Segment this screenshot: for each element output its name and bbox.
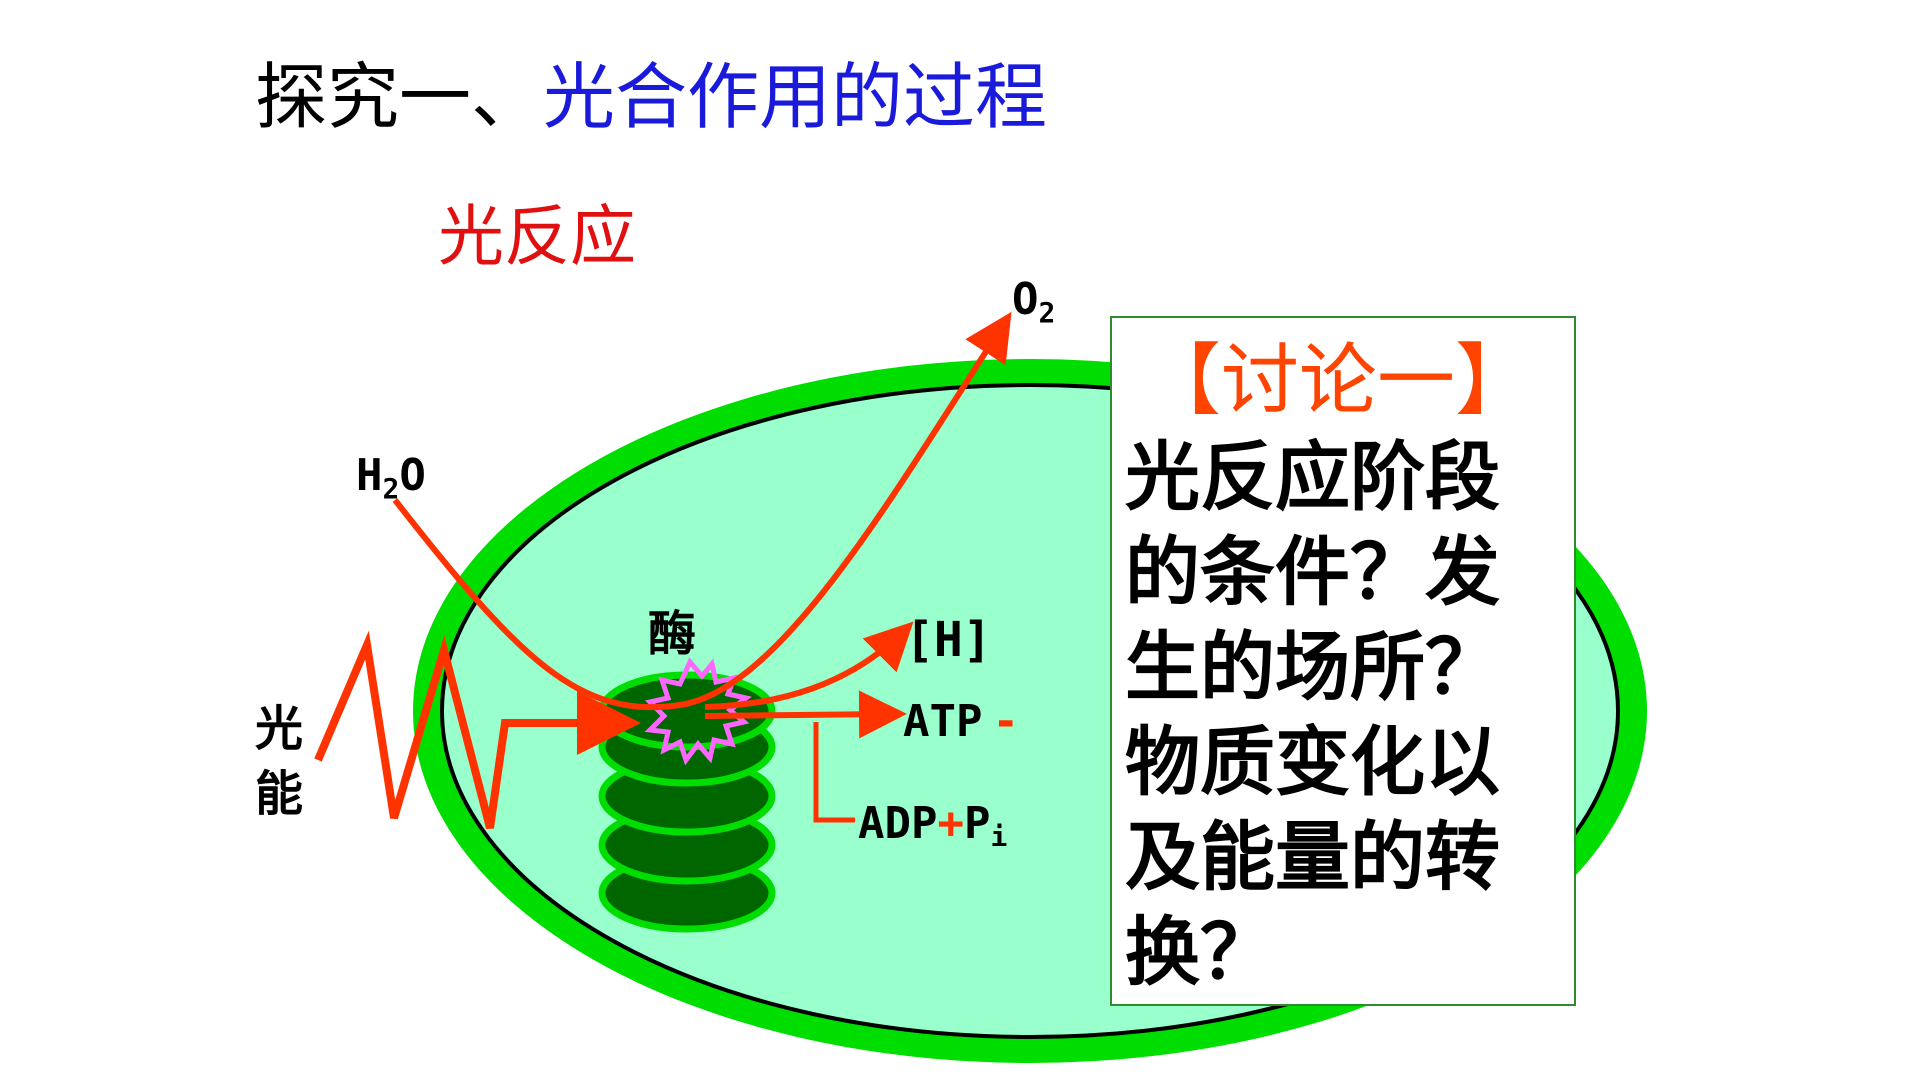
atp-sign: - <box>992 696 1019 747</box>
section-subtitle: 光反应 <box>438 198 636 275</box>
atp-arrow <box>704 690 907 739</box>
h2o-h: H <box>356 450 383 501</box>
adp-pi-arrow <box>813 722 855 823</box>
adp-plus: + <box>937 798 964 849</box>
pi-p: P <box>964 798 991 849</box>
title-prefix: 探究一、 <box>255 55 544 139</box>
water-label: H2O <box>356 450 426 505</box>
enzyme-label: 酶 <box>648 606 696 662</box>
pi-subscript: i <box>990 820 1007 853</box>
slide-title: 探究一、光合作用的过程 <box>255 52 1047 142</box>
light-energy-arrow <box>314 630 641 830</box>
o2-o: O <box>1012 274 1039 325</box>
title-main: 光合作用的过程 <box>543 55 1048 139</box>
light-energy-label-1: 光 <box>255 701 303 757</box>
hydrogen-label: [H] <box>905 612 992 668</box>
o2-subscript: 2 <box>1039 296 1056 329</box>
atp-label: ATP- <box>903 696 1019 747</box>
oxygen-label: O2 <box>1012 274 1055 329</box>
h2o-o: O <box>399 450 426 501</box>
adp-text: ADP <box>858 798 937 849</box>
discussion-heading: 【讨论一】 <box>1143 336 1534 426</box>
light-energy-label-2: 能 <box>255 766 303 822</box>
h2o-subscript: 2 <box>383 472 400 505</box>
atp-text: ATP <box>903 696 982 747</box>
adp-pi-label: ADP+Pi <box>858 798 1007 853</box>
thylakoid-disc <box>598 671 776 751</box>
discussion-questions: 光反应阶段 的条件？发 生的场所？ 物质变化以 及能量的转 换？ <box>1125 433 1501 996</box>
hydrogen-arrow <box>704 621 914 710</box>
discussion-box: 【讨论一】 光反应阶段 的条件？发 生的场所？ 物质变化以 及能量的转 换？ <box>1110 316 1576 1006</box>
water-to-oxygen-arrow <box>392 311 1012 711</box>
